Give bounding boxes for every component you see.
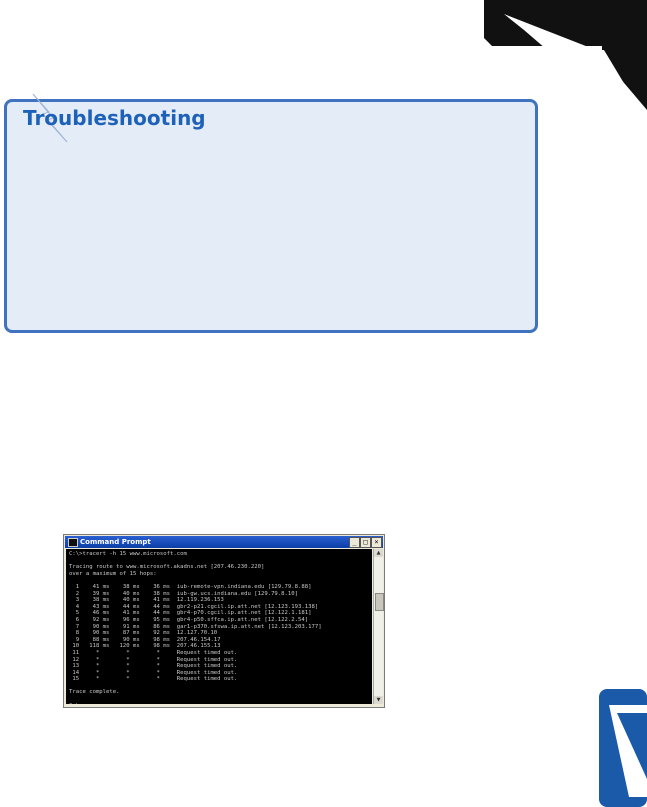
arrow-up-icon[interactable]: ▲ xyxy=(374,549,383,557)
lightning-bolt-icon xyxy=(32,93,68,143)
corner-decoration-bottom xyxy=(599,689,647,807)
maximize-button[interactable]: □ xyxy=(360,537,371,548)
corner-decoration-top xyxy=(484,0,647,110)
console-output-area[interactable]: C:\>tracert -h 15 www.microsoft.com Trac… xyxy=(66,549,372,704)
console-output: C:\>tracert -h 15 www.microsoft.com Trac… xyxy=(69,551,322,704)
command-prompt-window: Command Prompt _ □ × C:\>tracert -h 15 w… xyxy=(63,534,385,708)
vertical-scrollbar[interactable]: ▲ ▼ xyxy=(373,549,384,704)
close-button[interactable]: × xyxy=(371,537,382,548)
window-title: Command Prompt xyxy=(80,538,151,546)
console-icon xyxy=(68,538,78,547)
scrollbar-thumb[interactable] xyxy=(375,593,384,611)
command-prompt-titlebar: Command Prompt _ □ × xyxy=(65,536,383,548)
minimize-button[interactable]: _ xyxy=(349,537,360,548)
troubleshooting-box: Troubleshooting xyxy=(4,93,538,333)
troubleshooting-title: Troubleshooting xyxy=(23,106,206,130)
arrow-down-icon[interactable]: ▼ xyxy=(374,696,383,704)
